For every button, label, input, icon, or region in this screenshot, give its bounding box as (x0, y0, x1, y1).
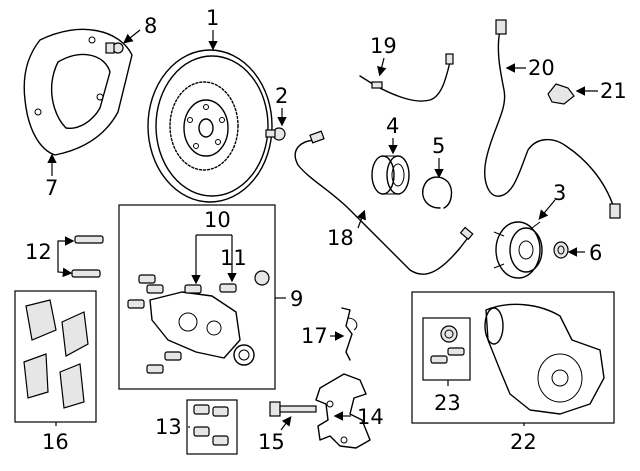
guide-pins-part[interactable] (71, 235, 104, 278)
callout-7: 7 (45, 176, 58, 200)
callout-21: 21 (600, 79, 627, 103)
callout-2: 2 (275, 84, 288, 108)
snap-ring-part[interactable] (422, 176, 453, 209)
callout-22: 22 (510, 430, 537, 454)
callout-14: 14 (357, 405, 384, 429)
parking-brake-motor-part[interactable] (484, 303, 605, 415)
sensor-harness-19-part[interactable] (359, 53, 454, 102)
callout-10: 10 (204, 208, 231, 232)
brake-rotor-part[interactable] (147, 49, 273, 203)
callout-15: 15 (258, 430, 285, 454)
caliper-group-box (118, 204, 276, 390)
splash-shield-part[interactable] (23, 28, 133, 156)
callout-20: 20 (528, 56, 555, 80)
callout-9: 9 (290, 287, 303, 311)
shield-bolt-part[interactable] (105, 42, 124, 54)
caliper-bracket-part[interactable] (315, 373, 371, 449)
hub-assembly-part[interactable] (493, 221, 543, 279)
brake-pads-part[interactable] (23, 299, 89, 409)
callout-labels: 1 2 3 4 5 6 7 8 9 10 11 12 13 14 15 16 1… (25, 6, 627, 454)
actuator-kit-part[interactable] (430, 325, 465, 364)
callout-11: 11 (220, 246, 247, 270)
caliper-part[interactable] (149, 291, 255, 366)
callout-17: 17 (301, 324, 328, 348)
hub-nut-part[interactable] (553, 241, 569, 259)
callout-5: 5 (432, 134, 445, 158)
callout-13: 13 (155, 415, 182, 439)
sensor-harness-18-part[interactable] (294, 130, 474, 275)
rotor-screw-part[interactable] (265, 127, 286, 141)
wheel-bearing-part[interactable] (371, 155, 410, 195)
callout-12: 12 (25, 240, 52, 264)
sensor-clip-part[interactable] (547, 83, 575, 105)
anti-rattle-clip-part[interactable] (341, 307, 358, 361)
callout-16: 16 (42, 430, 69, 454)
callout-3: 3 (553, 181, 566, 205)
bolt-kit-part[interactable] (193, 404, 229, 446)
actuator-group-box (411, 291, 615, 424)
actuator-kit-box (422, 317, 471, 381)
sensor-harness-20-part[interactable] (484, 19, 621, 219)
callout-1: 1 (206, 6, 219, 30)
callout-4: 4 (386, 114, 399, 138)
callout-8: 8 (144, 14, 157, 38)
bolt-kit-box (186, 399, 238, 455)
callout-18: 18 (327, 226, 354, 250)
callout-23: 23 (434, 391, 461, 415)
callout-19: 19 (370, 34, 397, 58)
caliper-pins-part[interactable] (127, 270, 270, 374)
callout-6: 6 (589, 241, 602, 265)
bracket-bolt-part[interactable] (269, 401, 317, 417)
leader-lines (47, 29, 598, 431)
